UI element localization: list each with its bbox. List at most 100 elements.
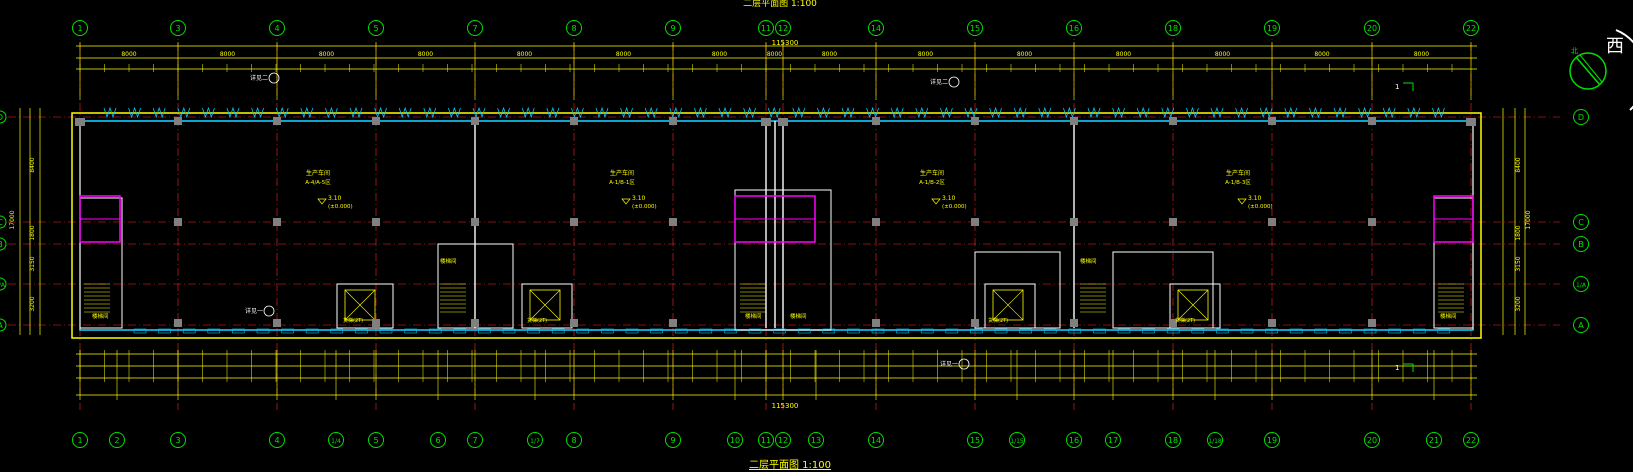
axis-bubble-left: B xyxy=(0,237,7,251)
window-glyph-bottom xyxy=(478,328,491,334)
axis-bubble-top: 9 xyxy=(665,20,681,36)
axis-label: 17 xyxy=(1108,436,1118,445)
window-glyph xyxy=(448,106,461,119)
bay-dimension-label: 8000 xyxy=(1017,51,1032,58)
drawing-title-top: 二层平面图 1:100 xyxy=(743,0,817,9)
window-glyph xyxy=(1333,106,1347,119)
elevator-shaft xyxy=(992,289,1024,321)
axis-circle xyxy=(665,432,681,448)
window-glyph-bottom xyxy=(748,328,762,334)
column xyxy=(761,118,771,126)
column xyxy=(471,218,479,226)
workshop-code: A-4/A-5区 xyxy=(305,179,331,186)
axis-bubble-bottom: 19 xyxy=(1264,432,1280,448)
axis-circle xyxy=(566,432,582,448)
bay-dimension-label: 8000 xyxy=(1414,51,1429,58)
window-glyph xyxy=(1136,106,1150,119)
total-dimension-top: 115300 xyxy=(772,39,799,47)
window-glyph-bottom xyxy=(1216,328,1229,334)
axis-bubble-bottom: 7 xyxy=(467,432,483,448)
axis-label: 5 xyxy=(373,24,378,33)
axis-circle xyxy=(967,432,983,448)
workshop-elevation: 3.10 xyxy=(328,195,342,202)
axis-label: 22 xyxy=(1466,24,1476,33)
window-glyph xyxy=(1358,106,1371,119)
window-glyph xyxy=(866,106,879,119)
column xyxy=(372,319,380,327)
axis-circle xyxy=(1165,432,1181,448)
window-glyph xyxy=(1112,106,1125,119)
axis-label: 1 xyxy=(77,24,82,33)
axis-circle xyxy=(775,432,791,448)
axis-circle xyxy=(665,20,681,36)
axis-circle xyxy=(1364,432,1380,448)
axis-circle xyxy=(467,432,483,448)
window-glyph-bottom xyxy=(994,328,1008,334)
axis-bubble-bottom: 6 xyxy=(430,432,446,448)
side-dimension-left: 17000 xyxy=(9,210,16,229)
column xyxy=(778,118,788,126)
axis-bubble-left: A xyxy=(0,318,7,332)
bay-dimension-label: 8000 xyxy=(767,51,782,58)
window-glyph xyxy=(103,106,117,119)
stair-label: 楼梯间 xyxy=(790,312,807,320)
window-glyph-bottom xyxy=(256,328,270,334)
workshop-name: 生产车间 xyxy=(920,169,944,177)
column xyxy=(1169,218,1177,226)
axis-label: 14 xyxy=(871,436,881,445)
axis-bubble-top: 8 xyxy=(566,20,582,36)
axis-label: 11 xyxy=(761,24,771,33)
window-glyph xyxy=(1284,106,1298,119)
axis-bubble-bottom: 18 xyxy=(1165,432,1181,448)
window-glyph-bottom xyxy=(281,328,294,334)
axis-label: 1/7 xyxy=(530,438,540,445)
bay-dimension-label: 8000 xyxy=(418,51,433,58)
axis-bubble-top: 7 xyxy=(467,20,483,36)
axis-label: A xyxy=(1578,321,1584,330)
side-dimension-left: 3150 xyxy=(29,256,36,271)
axis-circle xyxy=(868,432,884,448)
window-glyph xyxy=(300,106,314,119)
total-dimension-bottom: 115300 xyxy=(772,402,799,410)
axis-label: 7 xyxy=(472,24,477,33)
axis-label: 1/A xyxy=(1576,282,1587,289)
workshop-code: A-1/B-2区 xyxy=(919,179,945,186)
window-glyph xyxy=(423,106,437,119)
window-glyph xyxy=(1382,106,1396,119)
axis-bubble-bottom: 1/7 xyxy=(527,432,543,448)
stair-label: 楼梯间 xyxy=(440,257,457,265)
axis-label: 8 xyxy=(571,436,576,445)
axis-bubble-right: D xyxy=(1573,109,1589,125)
window-glyph xyxy=(1235,106,1248,119)
axis-bubble-bottom: 3 xyxy=(170,432,186,448)
axis-bubble-bottom: 1/4 xyxy=(328,432,344,448)
side-dimension-left: 8400 xyxy=(29,157,36,172)
axis-circle xyxy=(72,432,88,448)
window-glyph xyxy=(1407,106,1421,119)
bay-dimension-label: 8000 xyxy=(1314,51,1329,58)
column xyxy=(570,218,578,226)
axis-label: 1/15 xyxy=(1010,438,1024,445)
window-glyph xyxy=(177,106,191,119)
window-glyph-bottom xyxy=(1363,328,1377,334)
axis-bubble-bottom: 17 xyxy=(1105,432,1121,448)
axis-label: 16 xyxy=(1069,24,1079,33)
window-glyph-bottom xyxy=(158,328,171,334)
axis-circle xyxy=(967,20,983,36)
axis-circle xyxy=(1463,432,1479,448)
room-core-wall xyxy=(79,197,123,329)
column xyxy=(669,218,677,226)
workshop-name: 生产车间 xyxy=(610,169,634,177)
bay-dimension-label: 8000 xyxy=(822,51,837,58)
inner-wall xyxy=(79,120,1474,331)
column xyxy=(372,218,380,226)
axis-label: B xyxy=(1578,240,1584,249)
column xyxy=(872,319,880,327)
axis-bubble-top: 19 xyxy=(1264,20,1280,36)
axis-bubble-top: 3 xyxy=(170,20,186,36)
axis-label: 9 xyxy=(670,24,675,33)
axis-label: 8 xyxy=(571,24,576,33)
axis-bubble-left: C xyxy=(0,215,7,229)
axis-bubble-top: 12 xyxy=(775,20,791,36)
